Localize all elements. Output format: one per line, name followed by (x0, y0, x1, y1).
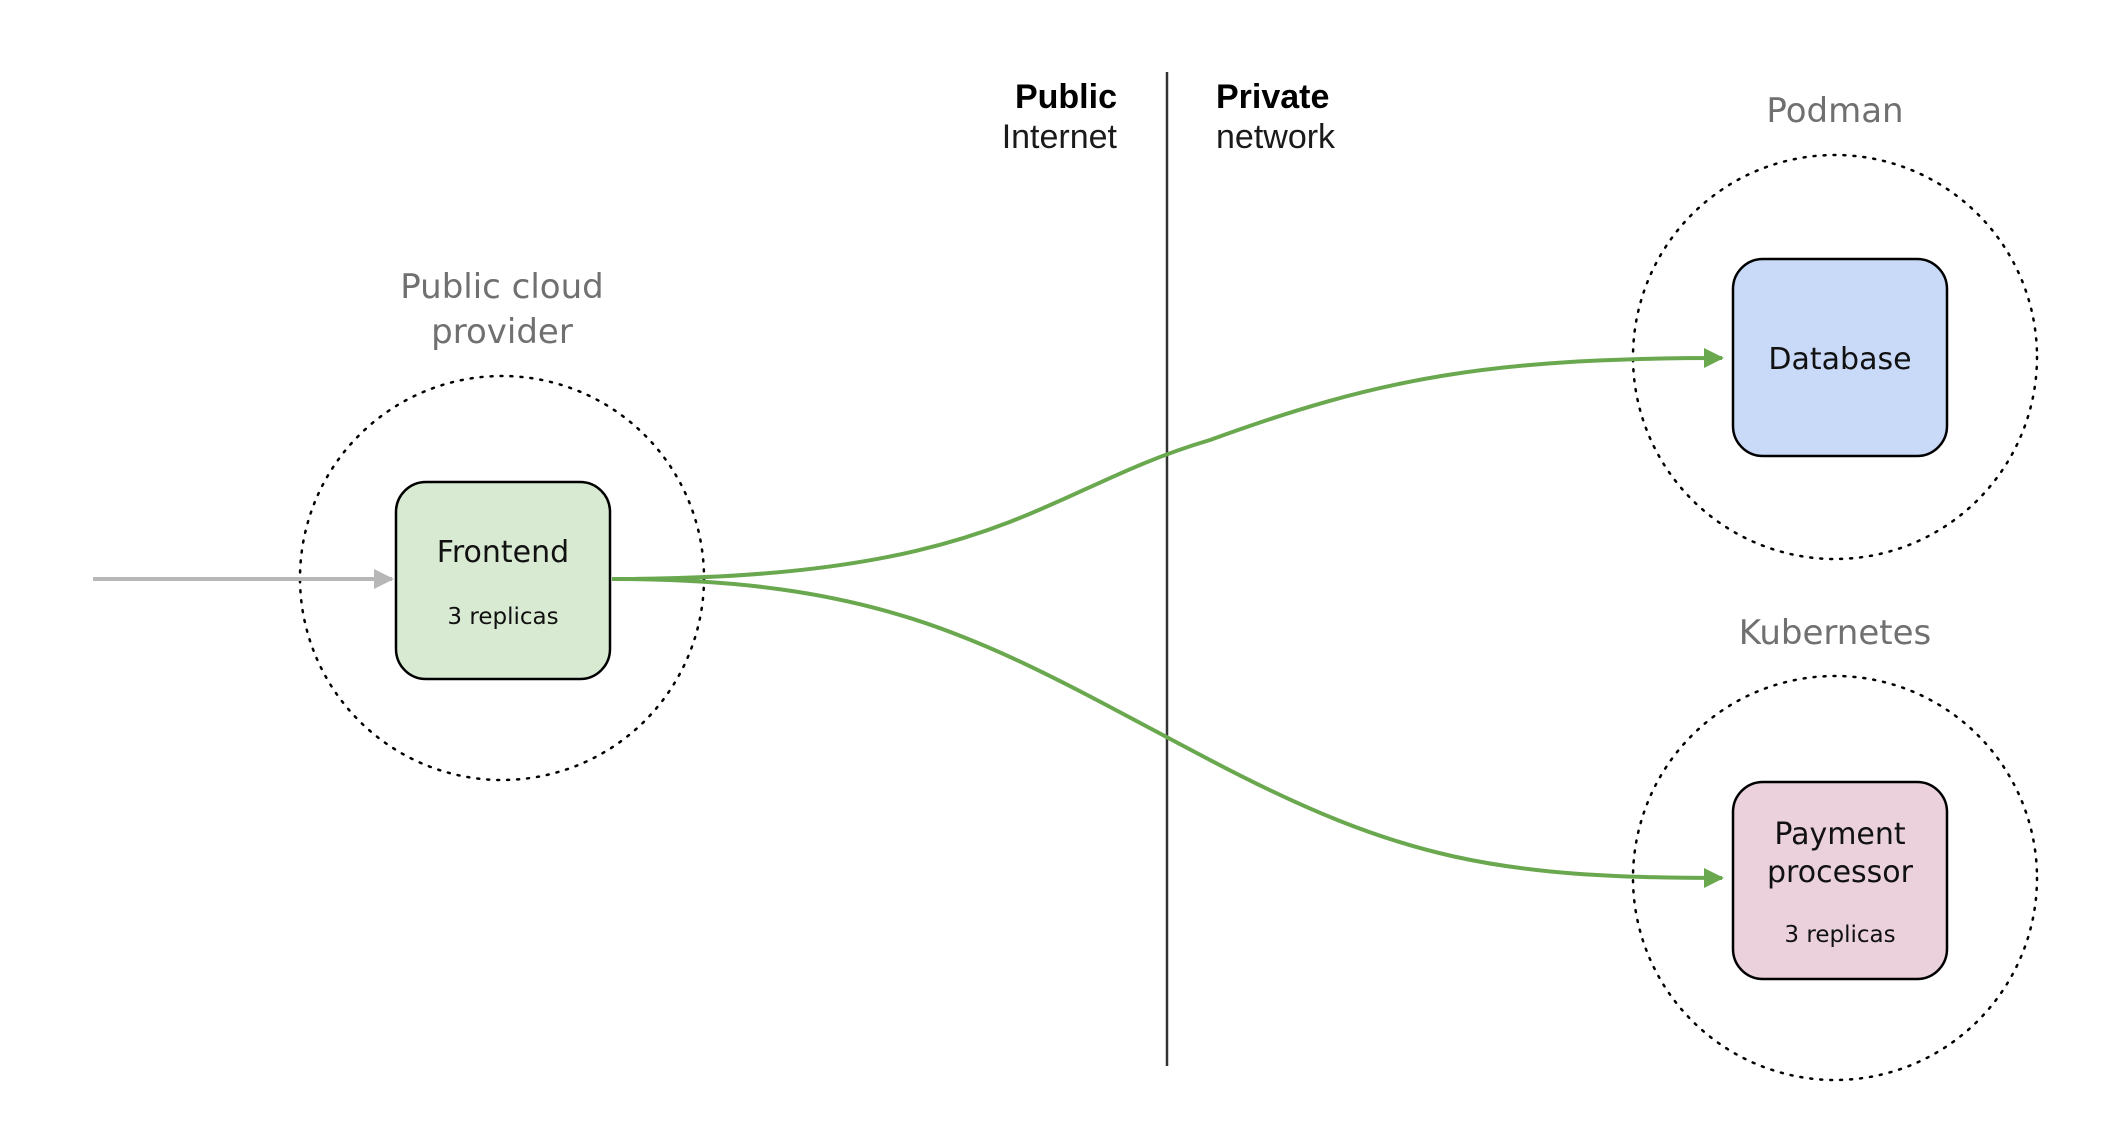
frontend-label: Frontend (437, 535, 569, 570)
cloud-region-title-line2: provider (431, 312, 573, 352)
cloud-region-title-line1: Public cloud (400, 267, 604, 307)
frontend-replicas: 3 replicas (447, 604, 558, 630)
podman-region-boundary (1631, 153, 2039, 561)
frontend-node-box (394, 480, 612, 681)
payment-processor-label-line1: Payment (1774, 817, 1906, 852)
private-label: Private (1216, 78, 1329, 116)
frontend-to-payment-arrow (611, 577, 1724, 888)
payment-processor-label-line2: processor (1767, 855, 1914, 890)
database-node: Database (1731, 257, 1949, 458)
frontend-to-database-arrow (611, 348, 1724, 581)
database-label: Database (1768, 342, 1911, 377)
public-label: Public (1015, 78, 1117, 116)
frontend-node: Frontend 3 replicas (394, 480, 612, 681)
payment-processor-node-box (1731, 780, 1949, 981)
payment-processor-replicas: 3 replicas (1784, 922, 1895, 948)
podman-region-title: Podman (1766, 91, 1903, 131)
database-node-box (1731, 257, 1949, 458)
kubernetes-region-title: Kubernetes (1739, 613, 1931, 653)
kubernetes-region-boundary (1631, 674, 2039, 1082)
network-label: network (1216, 118, 1336, 156)
internet-label: Internet (1002, 118, 1118, 156)
payment-processor-node: Payment processor 3 replicas (1731, 780, 1949, 981)
